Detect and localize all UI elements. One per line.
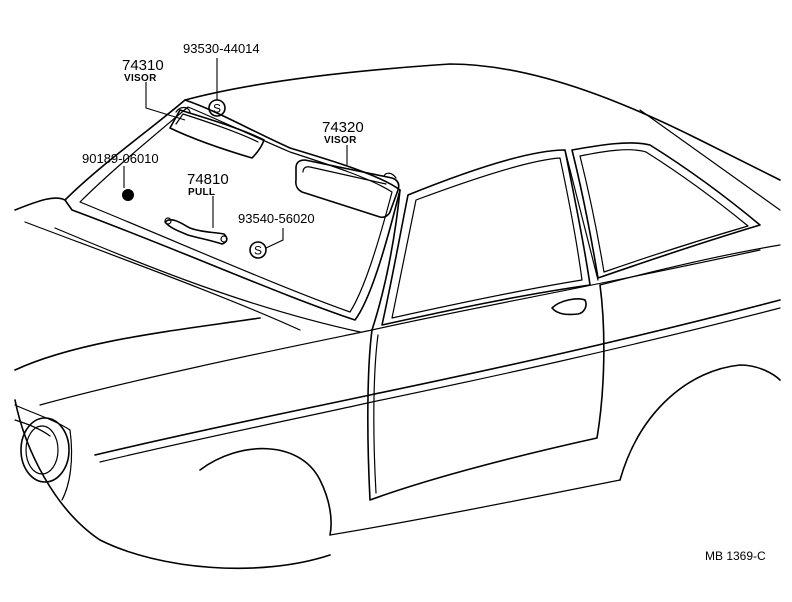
screw-symbol-bottom: S [249, 241, 267, 259]
part-number-74320: 74320 [322, 119, 364, 136]
assist-pull-part [164, 217, 228, 245]
part-number-74310: 74310 [122, 57, 164, 74]
part-name-pull: PULL [188, 187, 215, 198]
visor-clip-part [122, 189, 134, 201]
visor-right-part [295, 159, 400, 219]
part-name-visor-right: VISOR [324, 135, 357, 146]
reference-code: MB 1369-C [705, 549, 766, 563]
screw-symbol-top-label: S [213, 102, 221, 116]
leader-lines [123, 58, 348, 249]
visor-left-part [169, 106, 265, 159]
car-body [14, 63, 781, 570]
part-number-74810: 74810 [187, 171, 229, 188]
screw-symbol-bottom-label: S [254, 244, 262, 258]
part-number-93530-44014: 93530-44014 [183, 41, 260, 56]
part-name-visor-left: VISOR [124, 73, 157, 84]
part-number-93540-56020: 93540-56020 [238, 211, 315, 226]
part-number-90189-06010: 90189-06010 [82, 151, 159, 166]
screw-symbol-top: S [208, 99, 226, 117]
